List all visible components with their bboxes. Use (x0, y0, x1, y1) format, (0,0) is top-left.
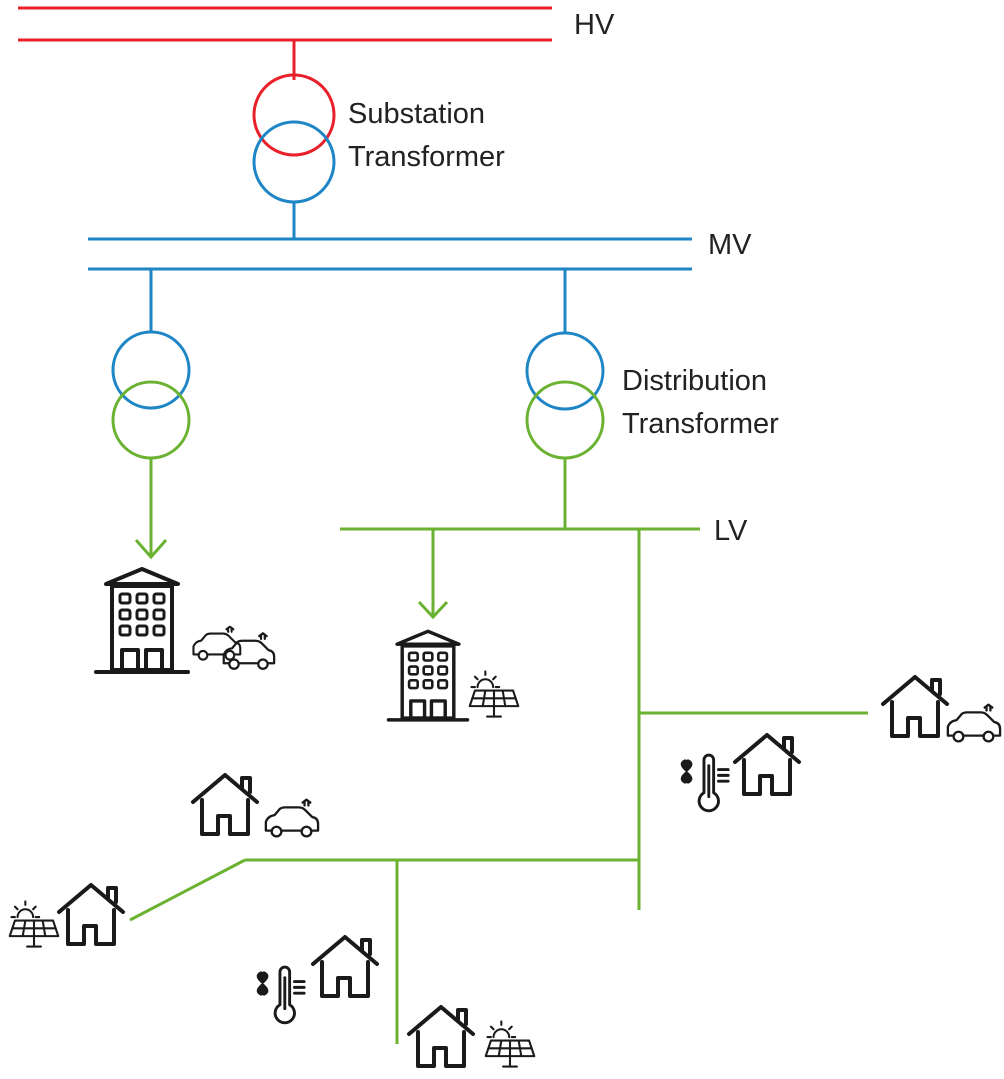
distribution-transformer-primary (525, 331, 605, 411)
lv-network (129, 527, 868, 1044)
substation-label-line2: Transformer (348, 141, 505, 173)
heat-pump-icon (679, 753, 730, 813)
solar-panel-icon (8, 900, 60, 948)
substation-primary-winding (252, 73, 336, 157)
mv-bus (88, 237, 692, 271)
heat-pump-icon (255, 965, 306, 1025)
distribution-transformer-secondary (525, 380, 605, 460)
left-transformer-secondary (111, 380, 191, 460)
apartment-building-icon (94, 567, 190, 674)
solar-panel-icon (468, 670, 520, 718)
office-building-icon (386, 629, 470, 722)
house-icon (733, 733, 801, 796)
electric-car-icon (192, 625, 242, 661)
electric-car-icon (264, 798, 320, 838)
distribution-label-line1: Distribution (622, 365, 767, 397)
house-icon (881, 675, 949, 738)
house-icon (191, 773, 259, 836)
hv-label: HV (574, 9, 615, 41)
substation-secondary-winding (252, 120, 336, 204)
left-transformer-primary (111, 330, 191, 410)
lv-label: LV (714, 515, 748, 547)
house-icon (407, 1005, 475, 1068)
hv-bus (18, 6, 552, 42)
mv-label: MV (708, 229, 752, 261)
house-icon (57, 883, 125, 946)
house-icon (311, 935, 379, 998)
electric-car-icon (946, 703, 1002, 743)
solar-panel-icon (484, 1020, 536, 1068)
substation-label-line1: Substation (348, 98, 485, 130)
distribution-label-line2: Transformer (622, 408, 779, 440)
feed-arrow-left (134, 458, 168, 560)
